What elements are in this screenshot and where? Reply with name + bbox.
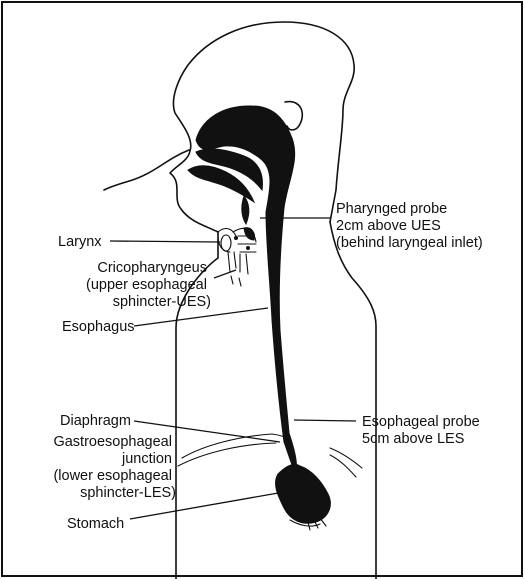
cricopharyngeus-label: Cricopharyngeus (upper esophageal sphinc… [86, 260, 211, 310]
esophagus-label: Esophagus [62, 319, 135, 335]
larynx-structure [218, 228, 256, 286]
larynx-label: Larynx [58, 234, 102, 250]
stomach-shape [276, 464, 331, 523]
stomach-label: Stomach [67, 516, 124, 532]
ear-outline [285, 102, 302, 130]
ge-junction-label: Gastroesophageal junction (lower esophag… [53, 434, 176, 501]
diaphragm-label: Diaphragm [60, 413, 131, 429]
esophageal-probe-label: Esophageal probe 5cm above LES [362, 414, 484, 447]
epiglottis [242, 196, 249, 224]
pharyngeal-probe-label: Pharynged probe 2cm above UES (behind la… [336, 201, 483, 251]
